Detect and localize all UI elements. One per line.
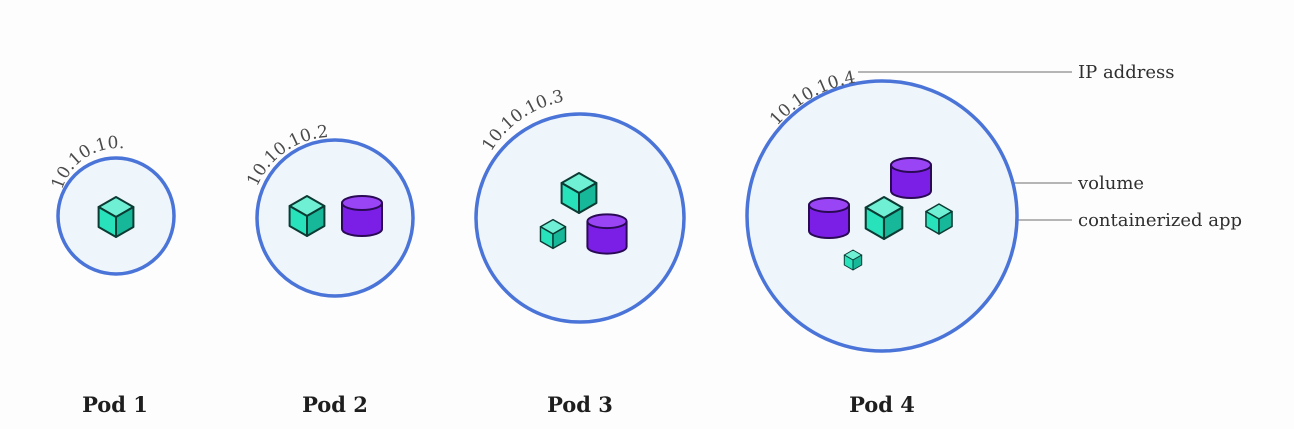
cube-right: [578, 182, 598, 214]
container-icon: [560, 172, 598, 214]
container-icon: [539, 218, 567, 250]
pod-2-label: Pod 2: [302, 392, 368, 417]
volume-icon: [808, 197, 850, 239]
cube-right: [938, 210, 953, 235]
cube-right: [552, 226, 567, 250]
cylinder-top: [808, 197, 850, 213]
legend-ip-address: IP address: [1078, 62, 1174, 83]
pod-4: 10.10.10.4 Pod 4: [745, 68, 1019, 417]
cylinder-top: [341, 195, 383, 211]
container-icon: [843, 249, 863, 271]
cylinder-top: [890, 157, 932, 173]
volume-icon: [586, 213, 628, 255]
cylinder-top: [586, 213, 628, 230]
cube-right: [852, 254, 863, 271]
pod-2-circle: [255, 138, 415, 298]
cube-right: [306, 205, 326, 237]
cube-right: [882, 206, 904, 241]
cylinder-body: [341, 203, 383, 237]
volume-icon: [890, 157, 932, 199]
pod-1: 10.10.10.1 Pod 1: [0, 0, 176, 417]
pod-4-label: Pod 4: [849, 392, 915, 417]
cylinder-body: [890, 165, 932, 199]
cylinder-body: [586, 221, 628, 255]
container-icon: [925, 203, 953, 235]
pod-2: 10.10.10.2 Pod 2: [243, 122, 415, 417]
volume-icon: [341, 195, 383, 237]
cylinder-body: [808, 205, 850, 239]
legend-volume: volume: [1077, 173, 1144, 194]
pod-3-circle: [474, 112, 686, 324]
pod-1-label: Pod 1: [82, 392, 148, 417]
cube-right: [115, 206, 135, 238]
container-icon: [864, 195, 904, 241]
container-icon: [97, 196, 135, 238]
legend: IP address volume containerized app: [1077, 62, 1242, 231]
container-icon: [288, 195, 326, 237]
legend-containerized-app: containerized app: [1078, 210, 1242, 231]
pod-3: 10.10.10.3 Pod 3: [474, 86, 686, 417]
pod-3-label: Pod 3: [547, 392, 613, 417]
